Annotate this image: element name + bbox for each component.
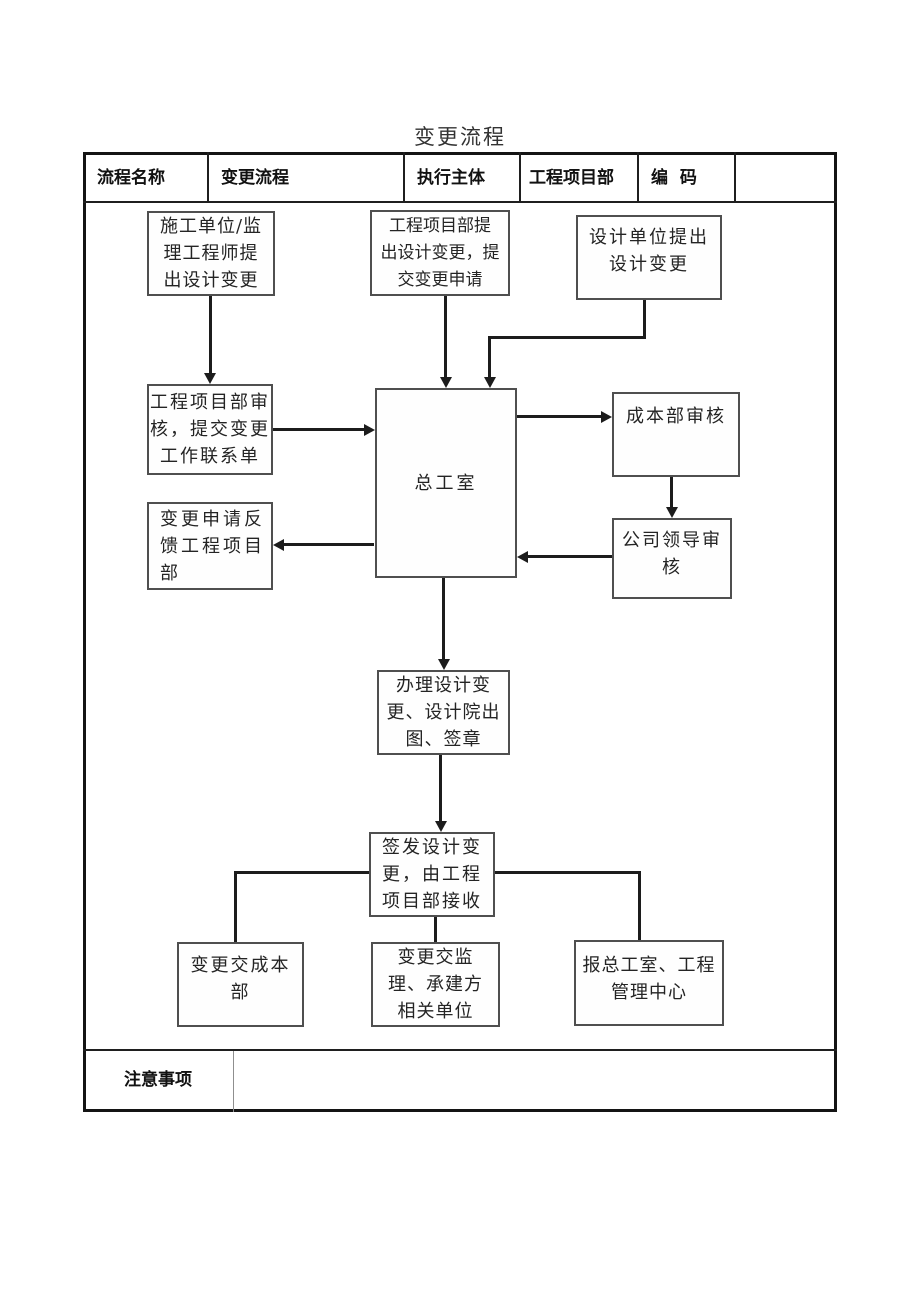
header-divider-4 [637,152,639,203]
connector-f-to-g [670,477,673,508]
node-construction-supervision-propose: 施工单位/监 理工程师提 出设计变更 [147,211,275,296]
node-feedback-to-project-dept: 变更申请反 馈工程项目 部 [147,502,273,590]
node-chief-engineer-office: 总工室 [375,388,517,578]
header-divider-1 [207,152,209,203]
page-title: 变更流程 [414,125,506,149]
connector-e-to-i [442,578,445,660]
arrowhead-d-to-e [364,424,375,436]
connector-j-to-m-h [495,871,641,874]
arrowhead-a-to-d [204,373,216,384]
arrowhead-f-to-g [666,507,678,518]
arrowhead-e-to-i [438,659,450,670]
connector-d-to-e [273,428,365,431]
footer-top-line [83,1049,837,1051]
arrowhead-e-to-h [273,539,284,551]
node-change-to-cost-dept: 变更交成本 部 [177,942,304,1027]
connector-c-to-e-v1 [643,300,646,338]
header-cell-code: 编 码 [651,168,697,188]
arrowhead-i-to-j [435,821,447,832]
table-frame [83,152,837,1112]
connector-e-to-h [282,543,374,546]
connector-i-to-j [439,755,442,822]
header-bottom-line [83,201,837,203]
arrowhead-c-to-e [484,377,496,388]
header-cell-executor: 执行主体 [417,168,485,188]
header-divider-5 [734,152,736,203]
node-change-to-supervision-contractor: 变更交监 理、承建方 相关单位 [371,942,500,1027]
connector-j-to-l [434,917,437,942]
node-handle-design-change: 办理设计变 更、设计院出 图、签章 [377,670,510,755]
node-company-leaders-review: 公司领导审 核 [612,518,732,599]
connector-j-to-k-h [234,871,369,874]
node-design-unit-propose: 设计单位提出 设计变更 [576,215,722,300]
connector-a-to-d [209,296,212,374]
connector-j-to-k-v [234,871,237,942]
connector-e-to-f [517,415,603,418]
arrowhead-e-to-f [601,411,612,423]
footer-label-notes: 注意事项 [124,1070,192,1090]
connector-c-to-e-v2 [488,336,491,378]
header-cell-executor-value: 工程项目部 [529,168,614,188]
node-report-chief-office-mgmt-center: 报总工室、工程 管理中心 [574,940,724,1026]
node-issue-design-change: 签发设计变 更，由工程 项目部接收 [369,832,495,917]
arrowhead-b-to-e [440,377,452,388]
connector-c-to-e-h [488,336,646,339]
header-divider-2 [403,152,405,203]
footer-notes-content [234,1051,834,1110]
arrowhead-g-to-e [517,551,528,563]
node-cost-dept-review: 成本部审核 [612,392,740,477]
node-project-dept-propose: 工程项目部提 出设计变更，提 交变更申请 [370,210,510,296]
connector-b-to-e [444,296,447,378]
connector-g-to-e [526,555,612,558]
header-cell-process-name: 流程名称 [97,168,165,188]
header-cell-process-value: 变更流程 [221,168,289,188]
header-divider-3 [519,152,521,203]
connector-j-to-m-v [638,871,641,940]
footer-divider [233,1051,234,1112]
node-project-dept-review: 工程项目部审 核，提交变更 工作联系单 [147,384,273,475]
